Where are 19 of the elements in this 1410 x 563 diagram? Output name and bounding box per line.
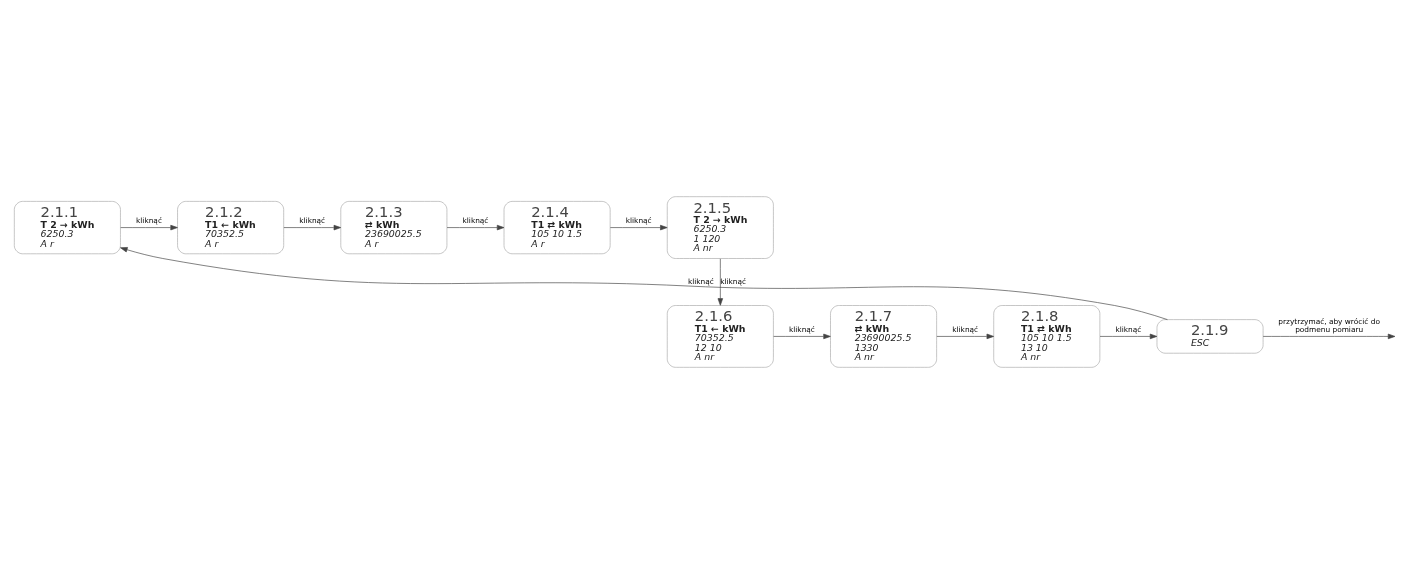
arrow — [120, 224, 178, 230]
arrow — [717, 257, 723, 306]
arrow — [1262, 333, 1396, 339]
arrow — [936, 333, 994, 339]
node-box: 2.1.1 T 2 → kWh 6250.3 A r — [13, 200, 121, 254]
node-box: 2.1.2 T1 ← kWh 70352.5 A r — [177, 200, 285, 254]
node-box: 2.1.4 T1 ⇄ kWh 105 10 1.5 A r — [503, 200, 611, 254]
arrow — [283, 224, 342, 230]
node-box: 2.1.8 T1 ⇄ kWh 105 10 1.5 13 10 A nr — [993, 304, 1101, 368]
node-box: 2.1.9 ESC — [1156, 318, 1264, 354]
node-box: 2.1.5 T 2 → kWh 6250.3 1 120 A nr — [666, 195, 774, 259]
node-box: 2.1.7 ⇄ kWh 23690025.5 1330 A nr — [830, 304, 937, 368]
node-box: 2.1.3 ⇄ kWh 23690025.5 A r — [340, 200, 448, 254]
node-box: 2.1.6 T1 ← kWh 70352.5 12 10 A nr — [666, 304, 774, 368]
arrow — [120, 246, 1168, 320]
arrow — [1099, 333, 1158, 339]
arrow — [610, 224, 668, 230]
arrow — [446, 224, 505, 230]
arrow — [773, 333, 831, 339]
